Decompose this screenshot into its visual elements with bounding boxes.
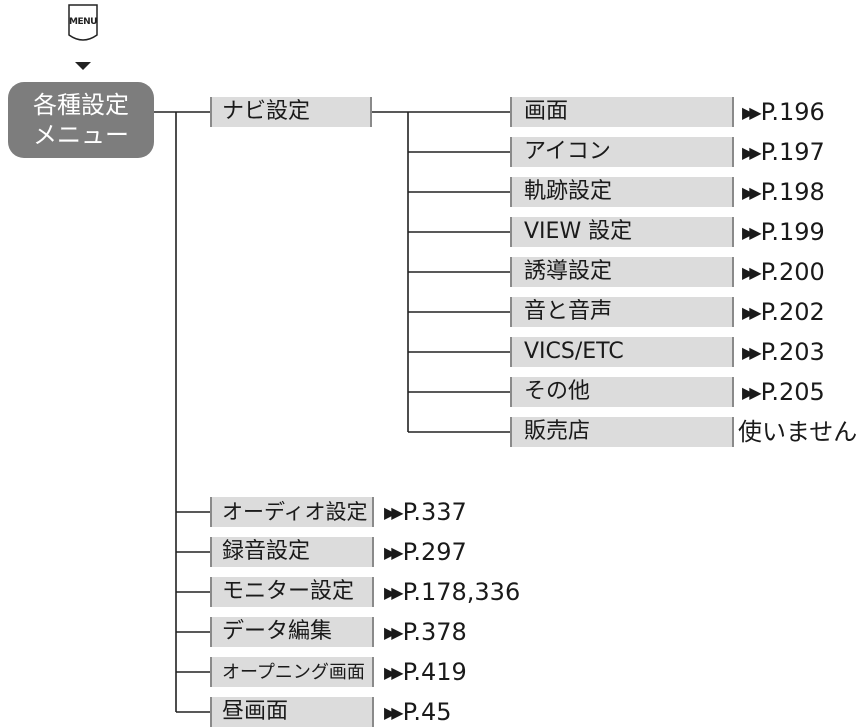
navi-settings-box: ナビ設定 xyxy=(210,97,372,127)
navi-item-box: 画面 xyxy=(510,97,734,127)
settings-item-box: オープニング画面 xyxy=(210,657,374,687)
navi-item-label: VIEW 設定 xyxy=(524,219,633,244)
navi-item-page-ref: 使いません xyxy=(738,417,857,447)
settings-item-page-ref: ▶▶P.378 xyxy=(384,617,467,648)
navi-item-page-ref: ▶▶P.205 xyxy=(742,377,825,408)
settings-item-label: モニター設定 xyxy=(222,579,355,604)
page-ref-text: P.419 xyxy=(402,658,467,686)
double-arrow-icon: ▶▶ xyxy=(742,103,761,122)
navi-item-page-ref: ▶▶P.203 xyxy=(742,337,825,368)
settings-item-label: オーディオ設定 xyxy=(222,500,368,524)
menu-key-icon: MENU xyxy=(66,4,100,44)
double-arrow-icon: ▶▶ xyxy=(742,263,761,282)
settings-item-label: データ編集 xyxy=(222,619,333,644)
navi-item-box: 誘導設定 xyxy=(510,257,734,287)
settings-item-page-ref: ▶▶P.419 xyxy=(384,657,467,688)
settings-item-page-ref: ▶▶P.45 xyxy=(384,697,452,728)
settings-item-page-ref: ▶▶P.297 xyxy=(384,537,467,568)
navi-item-box: 音と音声 xyxy=(510,297,734,327)
navi-item-box: VICS/ETC xyxy=(510,337,734,367)
double-arrow-icon: ▶▶ xyxy=(742,343,761,362)
navi-item-box: 販売店 xyxy=(510,417,734,447)
page-ref-text: 使いません xyxy=(738,418,858,446)
settings-item-label: オープニング画面 xyxy=(222,662,365,683)
settings-item-label: 録音設定 xyxy=(222,539,311,564)
navi-item-label: 画面 xyxy=(524,99,569,124)
menu-key-label: MENU xyxy=(69,17,97,27)
double-arrow-icon: ▶▶ xyxy=(384,703,403,722)
navi-settings-label: ナビ設定 xyxy=(222,99,311,124)
navi-item-label: 誘導設定 xyxy=(524,259,613,284)
settings-menu-root: 各種設定 メニュー xyxy=(8,82,154,158)
page-ref-text: P.45 xyxy=(402,698,452,726)
navi-item-page-ref: ▶▶P.199 xyxy=(742,217,825,248)
double-arrow-icon: ▶▶ xyxy=(384,543,403,562)
settings-item-box: モニター設定 xyxy=(210,577,374,607)
root-label-line1: 各種設定 xyxy=(33,91,129,119)
navi-item-box: その他 xyxy=(510,377,734,407)
settings-item-box: オーディオ設定 xyxy=(210,497,374,527)
navi-item-box: VIEW 設定 xyxy=(510,217,734,247)
settings-item-box: データ編集 xyxy=(210,617,374,647)
root-label-line2: メニュー xyxy=(33,121,129,149)
settings-item-box: 昼画面 xyxy=(210,697,374,727)
navi-item-label: 販売店 xyxy=(524,419,591,444)
page-ref-text: P.196 xyxy=(760,98,825,126)
navi-item-box: 軌跡設定 xyxy=(510,177,734,207)
double-arrow-icon: ▶▶ xyxy=(742,303,761,322)
navi-item-page-ref: ▶▶P.202 xyxy=(742,297,825,328)
settings-item-page-ref: ▶▶P.178,336 xyxy=(384,577,520,608)
double-arrow-icon: ▶▶ xyxy=(384,583,403,602)
settings-item-page-ref: ▶▶P.337 xyxy=(384,497,467,528)
settings-item-box: 録音設定 xyxy=(210,537,374,567)
double-arrow-icon: ▶▶ xyxy=(742,383,761,402)
page-ref-text: P.178,336 xyxy=(402,578,521,606)
navi-item-label: 軌跡設定 xyxy=(524,179,613,204)
page-ref-text: P.200 xyxy=(760,258,825,286)
navi-item-page-ref: ▶▶P.196 xyxy=(742,97,825,128)
page-ref-text: P.297 xyxy=(402,538,467,566)
navi-item-page-ref: ▶▶P.200 xyxy=(742,257,825,288)
page-ref-text: P.337 xyxy=(402,498,467,526)
navi-item-label: その他 xyxy=(524,379,591,404)
page-ref-text: P.203 xyxy=(760,338,825,366)
navi-item-page-ref: ▶▶P.197 xyxy=(742,137,825,168)
page-ref-text: P.205 xyxy=(760,378,825,406)
navi-item-page-ref: ▶▶P.198 xyxy=(742,177,825,208)
double-arrow-icon: ▶▶ xyxy=(384,663,403,682)
page-ref-text: P.199 xyxy=(760,218,825,246)
page-ref-text: P.202 xyxy=(760,298,825,326)
double-arrow-icon: ▶▶ xyxy=(742,143,761,162)
page-ref-text: P.198 xyxy=(760,178,825,206)
navi-item-label: VICS/ETC xyxy=(524,339,624,364)
navi-item-label: アイコン xyxy=(524,139,611,164)
double-arrow-icon: ▶▶ xyxy=(384,623,403,642)
navi-item-label: 音と音声 xyxy=(524,299,613,324)
double-arrow-icon: ▶▶ xyxy=(384,503,403,522)
navi-item-box: アイコン xyxy=(510,137,734,167)
settings-item-label: 昼画面 xyxy=(222,699,289,724)
double-arrow-icon: ▶▶ xyxy=(742,223,761,242)
double-arrow-icon: ▶▶ xyxy=(742,183,761,202)
page-ref-text: P.197 xyxy=(760,138,825,166)
page-ref-text: P.378 xyxy=(402,618,467,646)
